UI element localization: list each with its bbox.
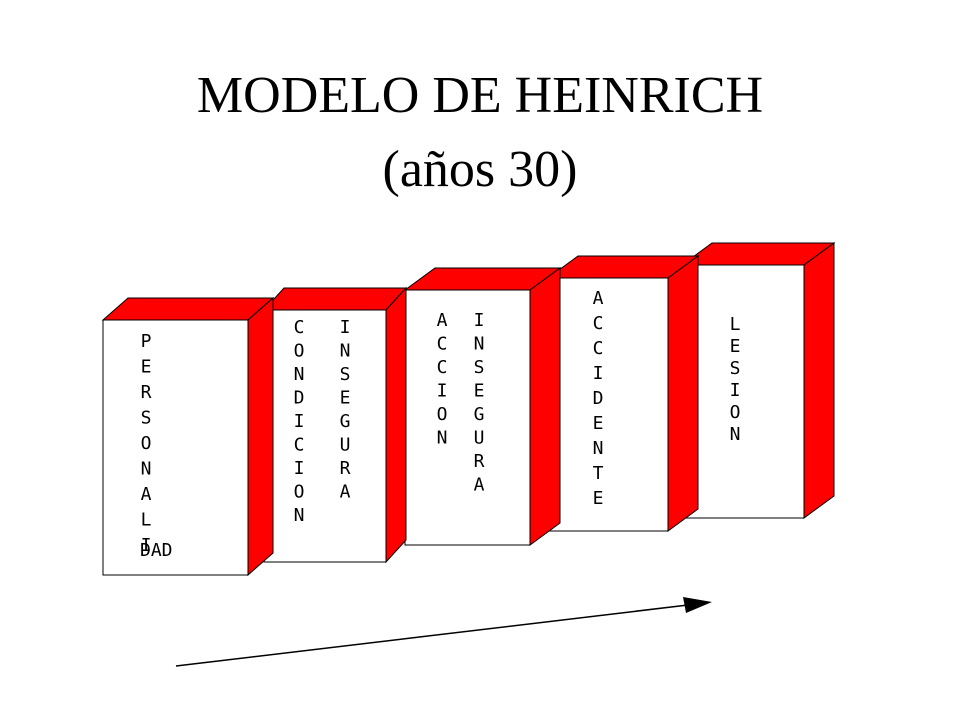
slide-subtitle: (años 30) <box>382 141 578 198</box>
block-top-face <box>101 297 275 321</box>
block-front-face <box>404 289 531 546</box>
block-side-face <box>247 296 274 577</box>
block-front-face <box>102 319 249 576</box>
block-side-face <box>385 286 407 564</box>
arrow-head-icon <box>683 597 712 613</box>
slide-title: MODELO DE HEINRICH <box>196 67 764 124</box>
block-top-face <box>262 287 408 311</box>
block-front-face <box>547 277 669 532</box>
block-side-face <box>667 255 699 532</box>
block-label-tail: DAD <box>140 540 173 561</box>
arrow-shaft <box>175 604 689 667</box>
block-front-face <box>263 309 387 563</box>
block-side-face <box>803 242 835 519</box>
block-side-face <box>529 267 561 546</box>
block-front-face <box>681 264 805 519</box>
